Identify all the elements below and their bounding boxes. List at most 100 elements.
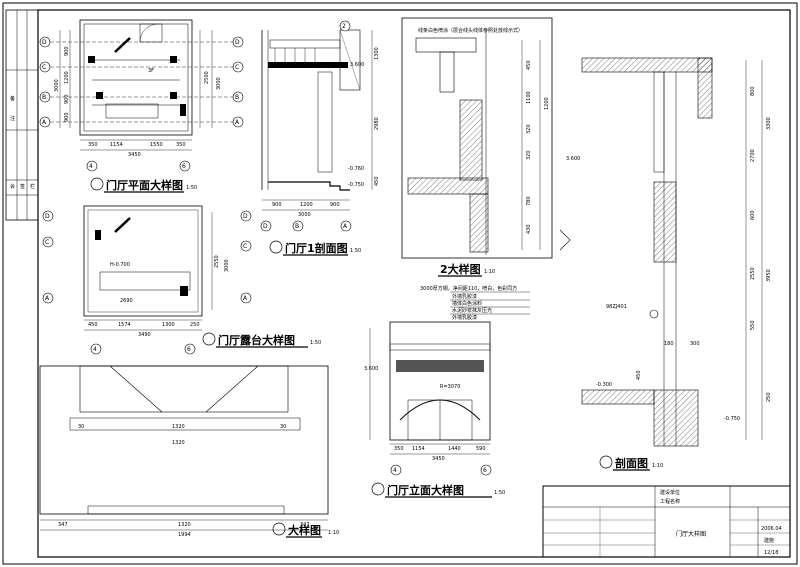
detail2-scale: 1:10 — [484, 269, 495, 275]
project-label: 建设单位 — [660, 489, 680, 496]
dim-text: 2700 — [750, 149, 756, 162]
grid-label-a: A — [243, 295, 248, 302]
dim-text: 900 — [272, 202, 282, 208]
dim-text: 180 — [664, 341, 674, 347]
grid-label-c: C — [235, 64, 239, 71]
dim-text: 1440 — [448, 446, 461, 452]
level-text: -0.760 — [348, 166, 364, 172]
drawing-name: 门厅大样图 — [676, 530, 706, 538]
dim-text: 347 — [300, 522, 310, 528]
strip-char: 备 — [10, 95, 15, 102]
dim-text: 900 — [64, 94, 70, 104]
dim-text: 3450 — [128, 152, 141, 158]
dim-text: 1300 — [374, 47, 380, 60]
large-detail-title: 大样图 1:10 — [272, 522, 339, 538]
grid-label-a: A — [45, 295, 50, 302]
dim-text: 3300 — [766, 117, 772, 130]
dim-text: 2550 — [214, 255, 220, 268]
svg-text:3F: 3F — [148, 68, 154, 74]
grid-label-d: D — [45, 213, 50, 220]
level-text: -0.300 — [596, 382, 612, 388]
grid-label-d: D — [235, 39, 240, 46]
dim-text: 300 — [690, 341, 700, 347]
terrace-scale: 1:50 — [310, 340, 321, 346]
grid-label-a: A — [42, 119, 47, 126]
dim-text: 347 — [58, 522, 68, 528]
large-detail: 30 1320 30 1320 347 1320 347 1994 — [39, 365, 329, 538]
dim-text: 900 — [64, 112, 70, 122]
dim-text: 1320 — [178, 522, 191, 528]
dim-text: 3000 — [298, 212, 311, 218]
dim-text: 250 — [190, 322, 200, 328]
dim-text: 3450 — [432, 456, 445, 462]
elevation-note: 3000厚方钢，净间距110，喷白，色彩同方 — [420, 285, 517, 292]
section-title: 剖面图 1:10 — [599, 455, 663, 471]
dim-text: 450 — [526, 60, 532, 70]
elevation-detail: 3000厚方钢，净间距110，喷白，色彩同方 外墙乳胶漆 墙体白色涂料 水泥砂浆… — [364, 285, 530, 476]
plan-grid-bubbles-right: D C B A — [232, 36, 244, 128]
grid-label-d: D — [243, 213, 248, 220]
strip-char: 注 — [10, 115, 15, 122]
dim-text: 350 — [394, 446, 404, 452]
level-text: 3.600 — [350, 62, 364, 68]
grid-label-6: 6 — [483, 467, 487, 474]
dim-text: 1320 — [172, 424, 185, 430]
plan-title: 门厅平面大样图 1:50 — [90, 177, 197, 193]
section-detail: 3.600 -0.300 -0.750 98ZJ401 800 2700 600… — [559, 57, 772, 447]
dim-text: 2980 — [374, 117, 380, 130]
section1-scale: 1:50 — [350, 248, 361, 254]
plan-scale: 1:50 — [186, 185, 197, 191]
detail2: 线条白色喷涂（层合线头线体参照处放线示式） 450 1100 320 320 7… — [401, 17, 553, 259]
dim-text: 1574 — [118, 322, 131, 328]
project-label-2: 工程名称 — [660, 498, 680, 505]
terrace-title-text: 门厅露台大样图 — [218, 333, 295, 347]
dim-text: 320 — [526, 124, 532, 134]
drawing-date: 2006.04 — [761, 526, 782, 532]
dim-text: 1154 — [110, 142, 123, 148]
section1-detail: 2 3.600 -0.760 -0.750 1300 2980 450 900 … — [260, 20, 380, 232]
dim-text: 1320 — [172, 440, 185, 446]
dim-text: 600 — [750, 210, 756, 220]
elevation-radius: R=3070 — [440, 384, 460, 390]
dim-text: 780 — [526, 196, 532, 206]
grid-label-c: C — [45, 239, 49, 246]
plan-grid-bubbles-left: D C B A — [39, 36, 51, 128]
elevation-title-text: 门厅立面大样图 — [387, 483, 464, 497]
section-scale: 1:10 — [652, 463, 663, 469]
terrace-title: 门厅露台大样图 1:50 — [202, 332, 321, 348]
dim-text: 3490 — [138, 332, 151, 338]
dim-text: 450 — [88, 322, 98, 328]
grid-label-4: 4 — [393, 467, 397, 474]
sheet-type: 建施 — [764, 537, 774, 544]
sheet-number: 12/18 — [764, 550, 778, 556]
dim-text: 1200 — [64, 71, 70, 84]
dim-text: 450 — [636, 370, 642, 380]
level-text: -0.750 — [348, 182, 364, 188]
dim-text: 550 — [750, 320, 756, 330]
grid-label-b: B — [235, 94, 239, 101]
elevation-note: 外墙乳胶漆 — [452, 314, 477, 321]
plan-detail: 3F — [50, 19, 236, 136]
dim-text: 350 — [88, 142, 98, 148]
elevation-note: 水泥砂浆抹灰压光 — [452, 307, 492, 314]
dim-text: 3000 — [224, 259, 230, 272]
dim-text: 430 — [526, 224, 532, 234]
dim-text: 800 — [750, 86, 756, 96]
dim-text: 30 — [280, 424, 286, 430]
grid-label-6: 6 — [187, 346, 191, 353]
dim-text: 320 — [526, 150, 532, 160]
plan-dimensions: 900 1200 900 900 3000 2500 3000 350 1154… — [54, 30, 222, 172]
dim-text: 350 — [176, 142, 186, 148]
detail2-title: 2大样图 1:10 — [438, 262, 495, 277]
section-title-text: 剖面图 — [615, 456, 648, 470]
plan-title-text: 门厅平面大样图 — [106, 178, 183, 192]
dim-text: 900 — [330, 202, 340, 208]
section1-title-text: 门厅1剖面图 — [285, 241, 348, 255]
level-text: -0.750 — [724, 416, 740, 422]
dim-text: 3000 — [54, 79, 60, 92]
dim-text: 3950 — [766, 269, 772, 282]
large-detail-title-text: 大样图 — [288, 523, 321, 537]
strip-char: 签 — [20, 183, 25, 190]
